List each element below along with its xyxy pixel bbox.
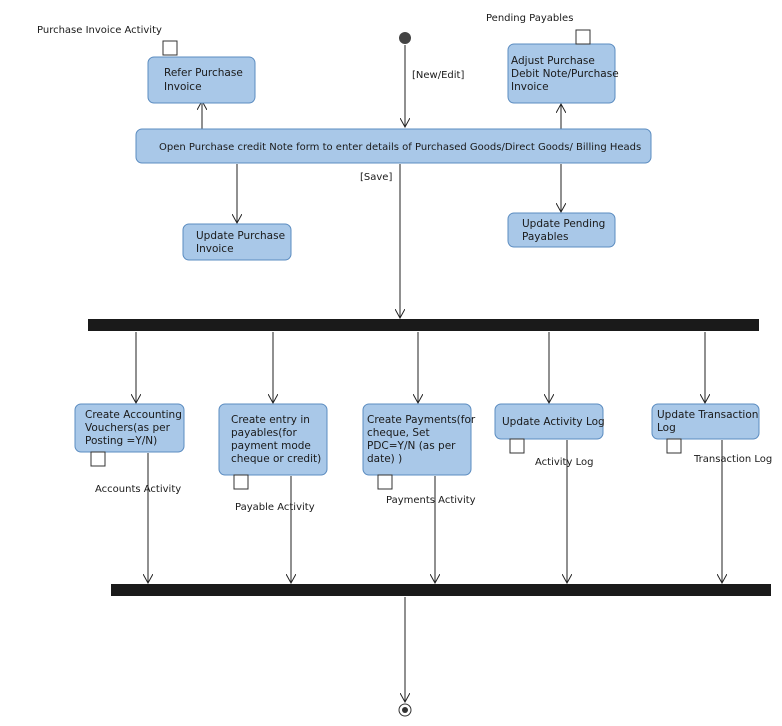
transaction-log-tag bbox=[666, 438, 682, 454]
activity-open-credit-note-form: Open Purchase credit Note form to enter … bbox=[135, 128, 652, 164]
initial-node bbox=[399, 32, 411, 44]
label-payments-activity: Payments Activity bbox=[386, 495, 476, 506]
label-pending-payables: Pending Payables bbox=[486, 13, 573, 24]
label-transaction-log: Transaction Log bbox=[693, 454, 772, 465]
guard-new-edit: [New/Edit] bbox=[412, 70, 464, 81]
edges bbox=[136, 45, 722, 702]
activity-update-activity-log: Update Activity Log bbox=[494, 403, 605, 440]
purchase-invoice-tag bbox=[162, 40, 178, 56]
svg-text:Update Activity Log: Update Activity Log bbox=[502, 416, 605, 428]
activity-log-tag bbox=[509, 438, 525, 454]
join-bar bbox=[111, 584, 771, 596]
payments-tag bbox=[377, 474, 393, 490]
svg-text:Open Purchase credit Note form: Open Purchase credit Note form to enter … bbox=[159, 142, 641, 153]
fork-bar bbox=[88, 319, 759, 331]
label-purchase-invoice-activity: Purchase Invoice Activity bbox=[37, 25, 162, 36]
accounts-tag bbox=[90, 451, 106, 467]
guard-save: [Save] bbox=[360, 172, 392, 183]
label-payable-activity: Payable Activity bbox=[235, 502, 315, 513]
pending-payables-tag bbox=[575, 29, 591, 45]
label-activity-log: Activity Log bbox=[535, 457, 593, 468]
final-node bbox=[398, 703, 412, 717]
payable-tag bbox=[233, 474, 249, 490]
label-accounts-activity: Accounts Activity bbox=[95, 484, 181, 495]
